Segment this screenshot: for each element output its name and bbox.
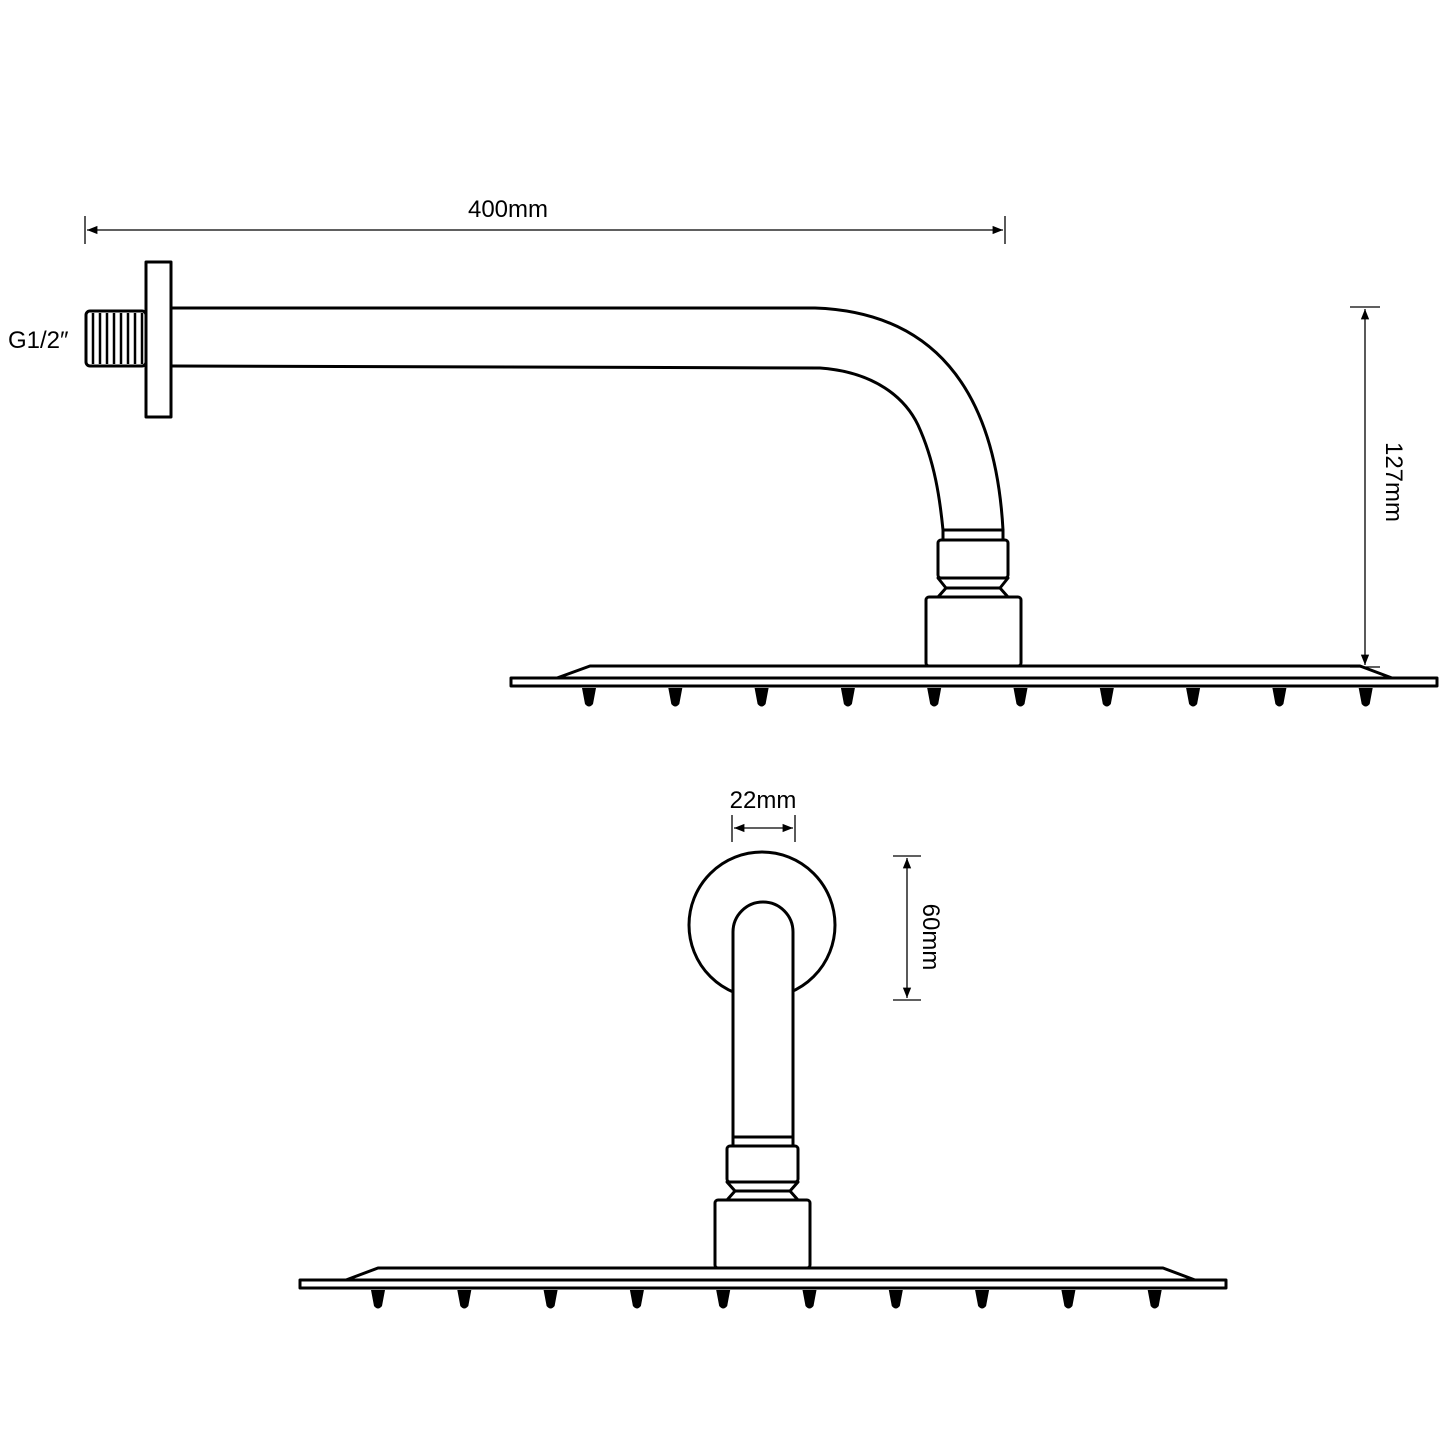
nozzle	[975, 1290, 990, 1309]
nozzle	[582, 688, 596, 707]
shower-head-plate	[509, 664, 1439, 707]
nozzle	[1272, 688, 1287, 707]
dimension-127mm: 127mm	[1350, 306, 1407, 668]
flange-diameter-label: 60mm	[917, 904, 944, 971]
shower-arm-front	[731, 900, 795, 1139]
connector-front	[713, 1135, 812, 1270]
thread-label: G1/2″	[8, 327, 69, 354]
nozzle	[888, 1290, 903, 1309]
nozzle	[543, 1290, 558, 1309]
nozzle	[371, 1290, 385, 1309]
nozzle-row	[582, 688, 1373, 707]
nozzle	[840, 688, 855, 707]
pipe-diameter-label: 22mm	[730, 787, 797, 814]
nozzle-row	[371, 1290, 1162, 1309]
nozzle	[1358, 688, 1373, 707]
nozzle	[629, 1290, 644, 1309]
nozzle	[927, 688, 942, 707]
connector	[924, 528, 1023, 668]
dimension-60mm: 60mm	[893, 855, 944, 1001]
thread-fitting	[84, 309, 148, 368]
front-view: 22mm 60mm	[298, 787, 1228, 1309]
drop-height-label: 127mm	[1380, 442, 1407, 522]
nozzle	[1147, 1290, 1162, 1309]
dimension-22mm: 22mm	[730, 787, 797, 842]
nozzle	[802, 1290, 817, 1309]
nozzle	[1099, 688, 1114, 707]
arm-length-label: 400mm	[468, 196, 548, 223]
dimension-400mm: 400mm	[84, 196, 1006, 244]
wall-flange	[144, 260, 173, 419]
nozzle	[1186, 688, 1201, 707]
nozzle	[754, 688, 769, 707]
side-view: 400mm G1/2″ 127mm	[8, 196, 1439, 707]
nozzle	[716, 1290, 731, 1309]
nozzle	[457, 1290, 472, 1309]
nozzle	[1013, 688, 1028, 707]
nozzle	[1061, 1290, 1076, 1309]
shower-arm	[170, 306, 1005, 531]
shower-head-plate-front	[298, 1266, 1228, 1309]
nozzle	[668, 688, 683, 707]
